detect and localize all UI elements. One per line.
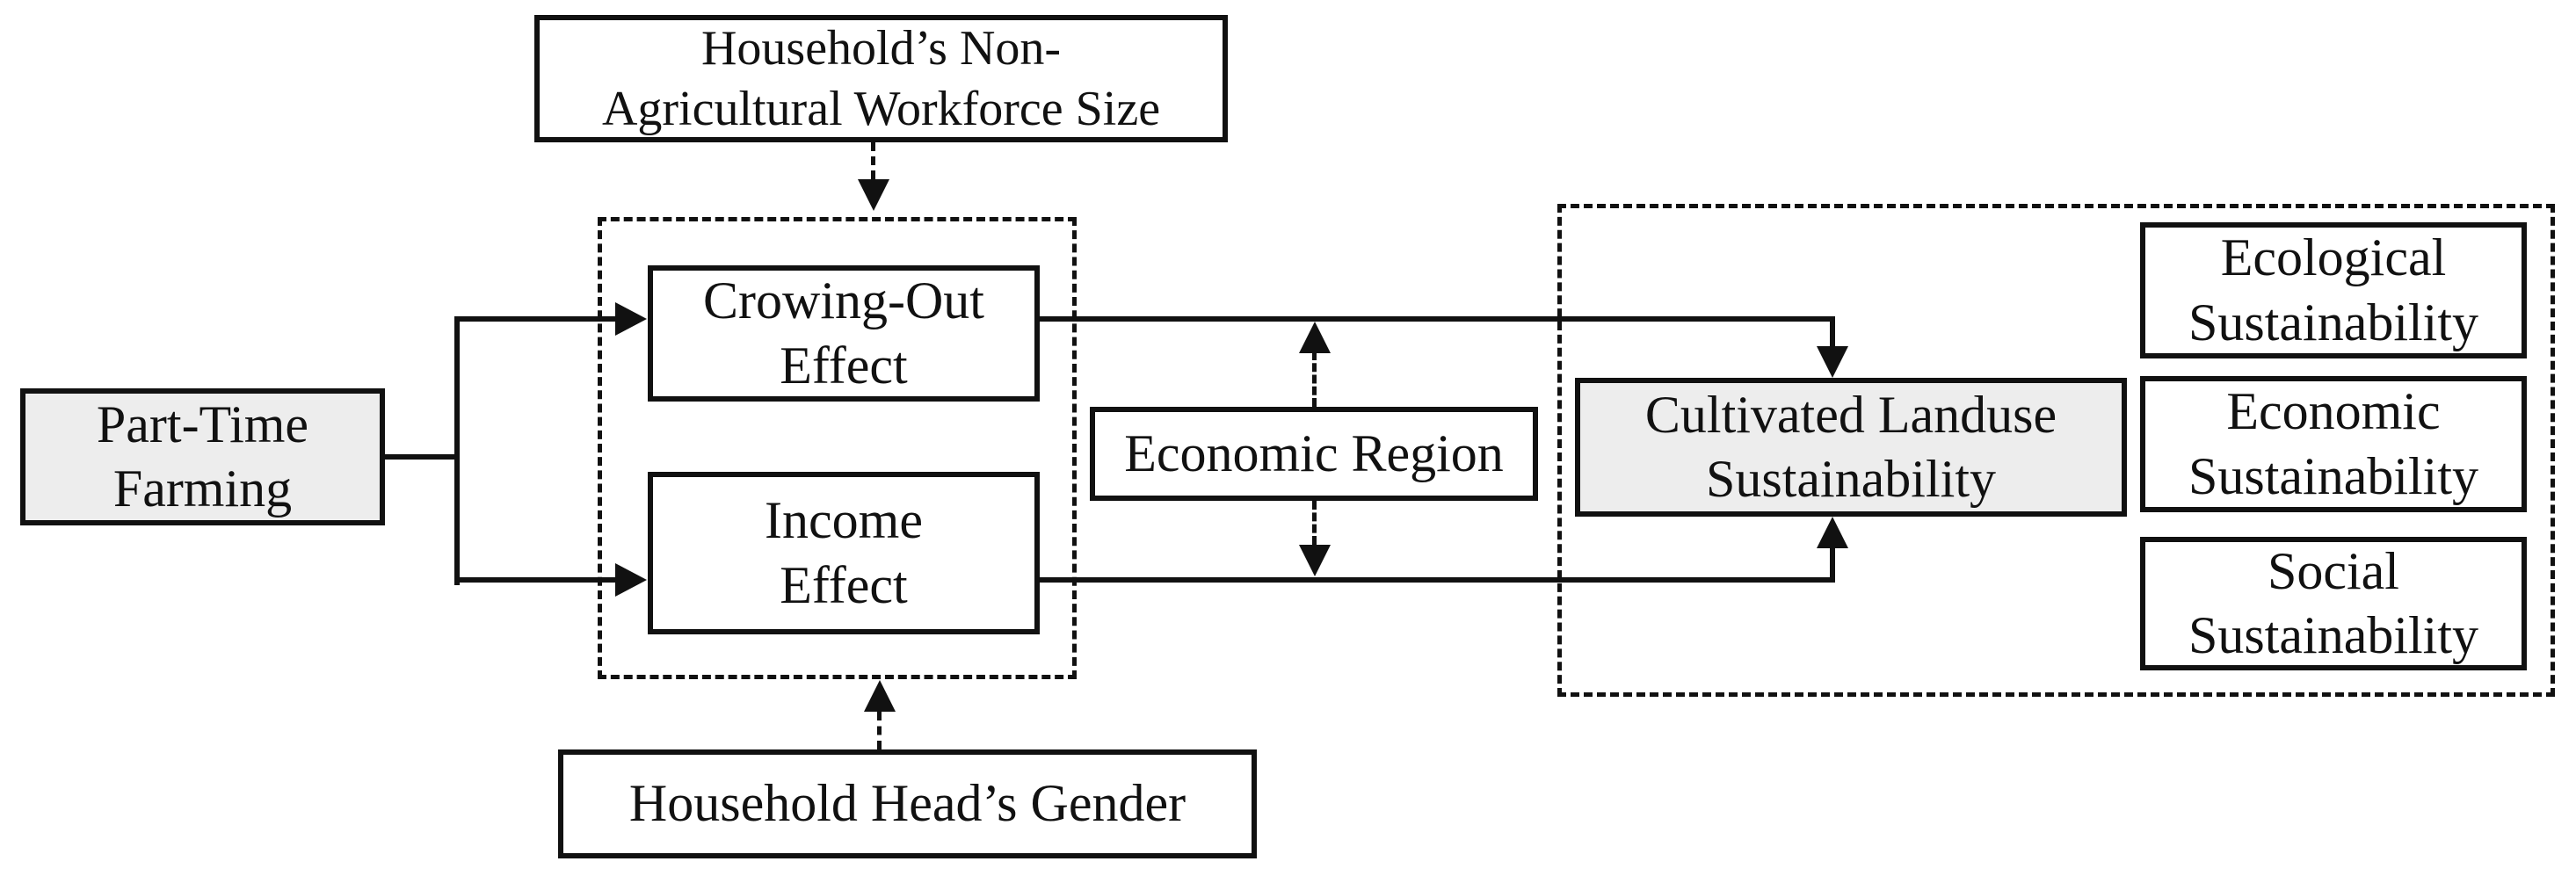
arrowhead-region-upper-icon bbox=[1299, 322, 1331, 353]
edge-crowing-to-cultivated-drop bbox=[1830, 316, 1835, 350]
node-ecological-sustainability: Ecological Sustainability bbox=[2140, 222, 2527, 358]
edge-region-moderator-lower bbox=[1312, 501, 1317, 545]
edge-parttime-branch bbox=[454, 316, 460, 585]
arrowhead-workforce-icon bbox=[858, 179, 889, 211]
arrowhead-into-cultivated-bottom-icon bbox=[1817, 517, 1848, 548]
arrowhead-region-lower-icon bbox=[1299, 545, 1331, 576]
edge-income-to-cultivated-rise bbox=[1830, 547, 1835, 583]
node-crowing-out-effect: Crowing-Out Effect bbox=[648, 265, 1040, 402]
edge-crowing-to-cultivated bbox=[1034, 316, 1835, 322]
edge-workforce-moderator bbox=[871, 142, 875, 179]
node-income-effect: Income Effect bbox=[648, 472, 1040, 634]
node-social-sustainability: Social Sustainability bbox=[2140, 537, 2527, 670]
edge-region-moderator-upper bbox=[1312, 351, 1317, 407]
sustainability-group-frame bbox=[1557, 204, 2555, 697]
node-part-time-farming: Part-Time Farming bbox=[20, 388, 385, 525]
node-economic-sustainability: Economic Sustainability bbox=[2140, 376, 2527, 512]
effects-group-frame bbox=[598, 217, 1077, 679]
node-cultivated-landuse-sustainability: Cultivated Landuse Sustainability bbox=[1575, 378, 2127, 517]
node-household-workforce-size: Household’s Non- Agricultural Workforce … bbox=[534, 15, 1228, 142]
arrowhead-into-cultivated-top-icon bbox=[1817, 346, 1848, 378]
edge-parttime-stub bbox=[380, 454, 460, 460]
node-household-head-gender: Household Head’s Gender bbox=[558, 749, 1257, 858]
arrowhead-into-crowing-icon bbox=[615, 302, 647, 336]
edge-parttime-to-crowing bbox=[454, 316, 621, 322]
arrowhead-gender-icon bbox=[864, 680, 896, 712]
edge-income-to-cultivated bbox=[1034, 577, 1835, 583]
node-economic-region: Economic Region bbox=[1090, 407, 1538, 501]
arrowhead-into-income-icon bbox=[615, 563, 647, 597]
edge-gender-moderator bbox=[877, 712, 882, 749]
edge-parttime-to-income bbox=[454, 577, 621, 583]
